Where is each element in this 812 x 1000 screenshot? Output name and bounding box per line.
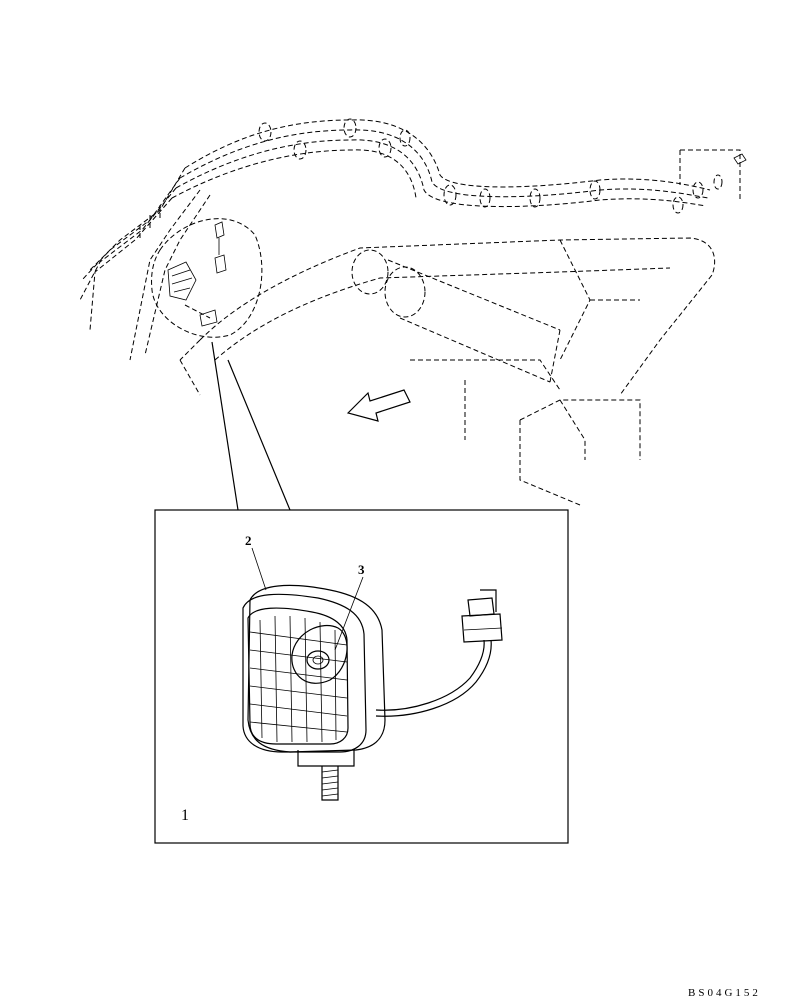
machine-phantom-outline bbox=[79, 118, 747, 506]
callout-3-label: 3 bbox=[358, 562, 365, 577]
figure-number: 1 bbox=[181, 807, 189, 824]
drawing-code: BS04G152 bbox=[688, 987, 761, 999]
work-light-detail bbox=[242, 584, 503, 801]
callout-2-leader bbox=[251, 547, 267, 591]
direction-arrow-icon bbox=[346, 389, 411, 422]
callout-3-leader bbox=[334, 576, 364, 651]
detail-leader-lines bbox=[211, 341, 291, 511]
detail-inset-frame bbox=[154, 509, 569, 844]
callout-2-label: 2 bbox=[245, 533, 252, 548]
